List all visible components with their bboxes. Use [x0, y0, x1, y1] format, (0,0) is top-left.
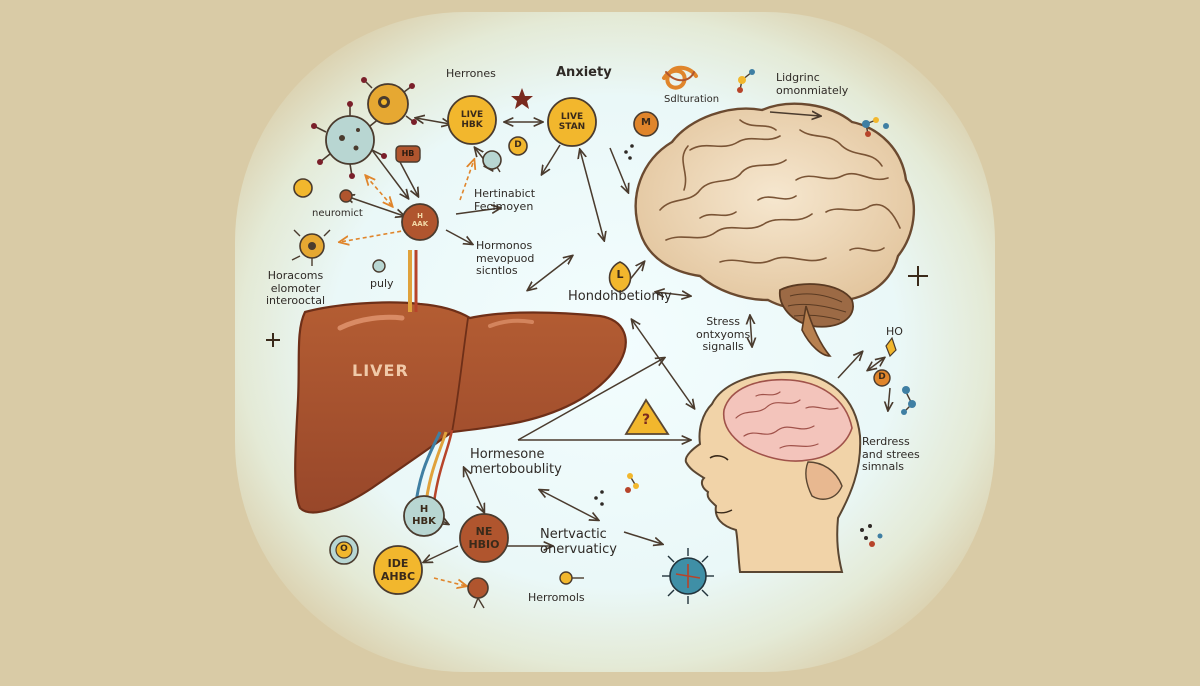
head-profile-icon: [684, 370, 862, 573]
star-icon: [511, 88, 533, 109]
dashed-arrows: [340, 160, 474, 586]
label-hertinabict: Hertinabict Fecimoyen: [474, 187, 536, 213]
dna-knot-icon: [662, 65, 698, 90]
d-badge-label: D: [514, 140, 522, 150]
label-hormesone: Hormesone mertoboublity: [470, 447, 562, 477]
virus-cell-icon: [291, 229, 331, 266]
live-node-2-label: LIVE STAN: [558, 112, 586, 133]
label-ho: HO: [886, 325, 903, 338]
live-node-1-label: LIVE HBK: [460, 110, 484, 131]
virus-cell-icon: [361, 77, 417, 125]
label-puly: puly: [370, 277, 394, 290]
label-neuromict: neuromict: [312, 208, 363, 219]
brain-icon: [634, 102, 916, 357]
label-hormonos: Hormonos mevopuod sicntlos: [476, 239, 535, 278]
ide-node-label: IDE AHBC: [380, 557, 416, 583]
label-hormones-top: Herrones: [446, 67, 496, 80]
label-herromols: Herromols: [528, 591, 585, 604]
label-lidgrine: Lidgrinc omonmiately: [776, 71, 849, 97]
teal-bottom-node-label: H HBK: [412, 504, 436, 527]
m-badge-label: M: [641, 117, 651, 128]
liver-label: LIVER: [352, 361, 409, 380]
ne-node-label: NE HBIO: [468, 525, 500, 551]
l-badge-label: L: [616, 268, 624, 281]
label-hondohbetiomy: Hondohbetiomy: [568, 289, 672, 304]
d-right-badge-label: D: [878, 372, 886, 382]
warning-triangle-icon: [624, 398, 670, 435]
label-anxiety: Anxiety: [556, 65, 612, 80]
label-rerdress: Rerdress and strees simnals: [862, 435, 920, 474]
brown-small-node-label: HB: [401, 149, 415, 158]
label-stress: Stress ontxyoms signalls: [696, 315, 751, 354]
molecule-icon: [293, 69, 916, 609]
o-small-badge-label: O: [340, 544, 348, 554]
warning-question-mark: ?: [641, 412, 651, 428]
label-horacoms: Horacoms elomoter interooctal: [266, 269, 326, 308]
virus-cell-icon: [662, 548, 714, 604]
label-saturation: Sdlturation: [664, 94, 720, 105]
plus-icon: [266, 333, 280, 347]
plus-icon: [908, 266, 928, 286]
node-circles: [329, 95, 897, 595]
brown-center-node-label: H AAK: [411, 212, 429, 229]
label-nertvactic: Nertvactic onervuaticy: [540, 527, 617, 557]
